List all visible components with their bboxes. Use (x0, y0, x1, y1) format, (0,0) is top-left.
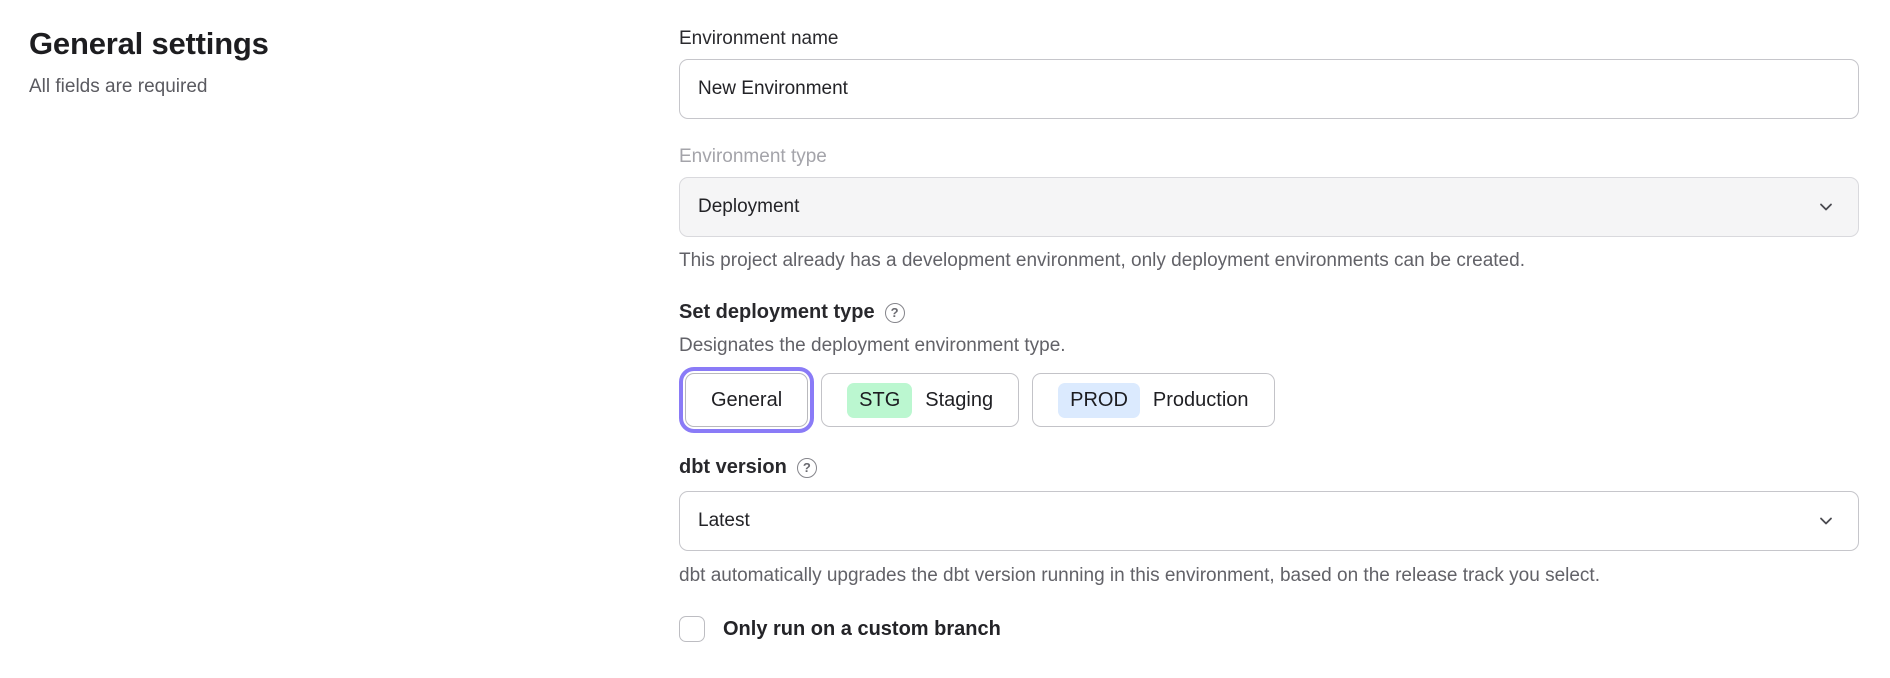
custom-branch-checkbox[interactable] (679, 616, 705, 642)
help-icon[interactable]: ? (884, 302, 905, 323)
deployment-type-general-label: General (711, 388, 783, 411)
deployment-type-production-button[interactable]: PROD Production (1032, 373, 1275, 427)
settings-intro: General settings All fields are required (29, 26, 589, 98)
dbt-version-value: Latest (698, 510, 750, 531)
page-title: General settings (29, 26, 269, 61)
environment-name-input[interactable] (679, 59, 1859, 119)
chevron-down-icon (1820, 517, 1832, 525)
environment-type-label: Environment type (679, 146, 827, 167)
page-subtitle: All fields are required (29, 76, 208, 97)
environment-name-label: Environment name (679, 28, 839, 49)
chevron-down-icon (1820, 203, 1832, 211)
custom-branch-row: Only run on a custom branch (679, 616, 1859, 642)
production-badge: PROD (1058, 382, 1140, 418)
deployment-type-options: General STG Staging PROD Production (678, 367, 1859, 433)
dbt-version-helper: dbt automatically upgrades the dbt versi… (679, 565, 1600, 586)
environment-type-helper: This project already has a development e… (679, 250, 1525, 271)
deployment-type-label: Set deployment type (679, 301, 875, 323)
environment-type-select: Deployment (679, 177, 1859, 237)
deployment-type-helper: Designates the deployment environment ty… (679, 335, 1066, 356)
dbt-version-section-label: dbt version ? (679, 456, 1859, 479)
deployment-type-staging-label: Staging (925, 388, 994, 411)
help-icon[interactable]: ? (796, 457, 817, 478)
staging-badge: STG (847, 382, 913, 418)
deployment-type-staging-button[interactable]: STG Staging (821, 373, 1020, 427)
deployment-type-general-button[interactable]: General (678, 367, 815, 433)
custom-branch-label: Only run on a custom branch (723, 617, 1001, 640)
deployment-type-section-label: Set deployment type ? (679, 301, 1859, 324)
environment-type-value: Deployment (698, 196, 800, 217)
dbt-version-label: dbt version (679, 456, 787, 478)
dbt-version-select[interactable]: Latest (679, 491, 1859, 551)
deployment-type-production-label: Production (1152, 388, 1249, 411)
environment-form: Environment name Environment type Deploy… (678, 28, 1859, 642)
